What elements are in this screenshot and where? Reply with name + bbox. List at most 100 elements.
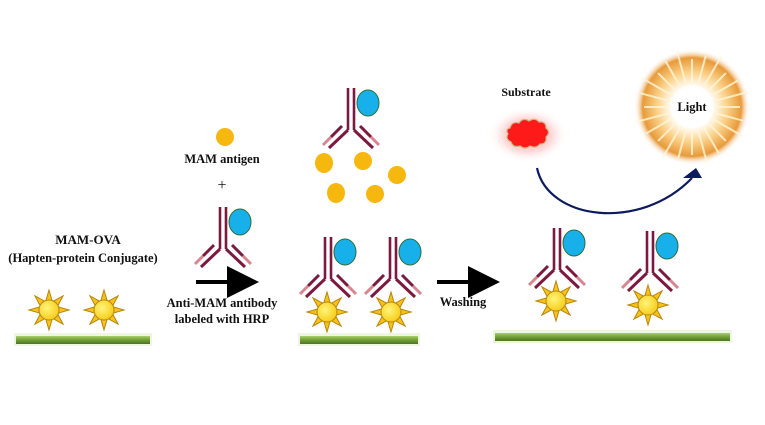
light-ray [645,117,674,135]
plus-sign: + [217,177,226,194]
washing-label: Washing [440,295,487,309]
light-ray [657,121,678,142]
heavy-chain-arm [651,271,674,293]
light-chain [668,278,680,290]
stage-detection: Substrate Light [488,49,750,343]
hrp-enzyme-icon [356,89,380,117]
bound-antibody-icon [620,231,680,293]
plate-surface [493,330,732,343]
heavy-chain-arm [369,277,392,299]
heavy-chain-arm [394,277,417,299]
heavy-chain-arm [201,243,216,258]
light-ray [706,72,727,93]
light-chain [346,284,358,296]
light-chain [193,254,205,266]
light-chain [241,254,253,266]
heavy-chain-arm [358,124,373,139]
heavy-chain-arm [352,128,375,150]
heavy-chain-arm [371,273,386,288]
hrp-enzyme-icon [655,232,679,260]
heavy-chain-arm [329,277,352,299]
antigen-icon [315,153,333,173]
bound-antibody-icon [527,228,587,290]
hapten-core [380,301,402,323]
hapten-icon [27,288,71,332]
light-ray [706,121,727,142]
light-ray [677,127,688,159]
heavy-chain-arm [199,247,222,269]
bound-antibody-icon [298,237,358,299]
hrp-enzyme-icon [398,238,422,266]
heavy-chain-arm [626,271,649,293]
antigen-icon [388,166,406,184]
stage-competition [298,88,423,346]
hapten-core [637,294,659,316]
heavy-chain-arm [329,124,344,139]
conjugate-title: MAM-OVA [55,232,121,247]
light-ray [676,50,688,87]
antibody-label-line1: Anti-MAM antibody [167,296,279,310]
hrp-enzyme-icon [228,208,252,236]
antigen-label: MAM antigen [184,152,259,166]
light-ray [662,125,682,158]
antigen-icon [354,152,372,170]
hapten-core [38,299,60,321]
labeled-antibody-icon [193,207,253,269]
heavy-chain-arm [533,268,556,290]
light-label: Light [677,100,707,114]
antigen-icon [366,185,384,203]
plate-surface [298,333,420,346]
free-labeled-antibody-icon [321,88,381,150]
heavy-chain-arm [535,264,550,279]
light-chain [363,284,375,296]
light-chain [620,278,632,290]
light-ray [710,79,739,97]
light-ray [712,91,749,103]
hrp-enzyme-icon [333,238,357,266]
light-ray [702,56,722,89]
heavy-chain-arm [657,267,672,282]
heavy-chain-arm [558,268,581,290]
plate-bar [300,336,418,344]
light-ray [657,72,678,93]
light-ray [710,117,743,137]
hapten-core [316,301,338,323]
light-ray [696,55,707,87]
hapten-core [545,290,567,312]
light-chain [321,135,333,147]
conjugate-subtitle: (Hapten-protein Conjugate) [8,251,157,265]
light-chain [298,284,310,296]
light-chain [369,135,381,147]
bound-antibody-icon [363,237,423,299]
antibody-label-line2: labeled with HRP [175,312,270,326]
stage-coated-plate: MAM-OVA (Hapten-protein Conjugate) [8,232,158,346]
light-chain [527,275,539,287]
reaction-curve-arrow [535,167,693,215]
heavy-chain-arm [327,128,350,150]
hapten-icon [82,288,126,332]
heavy-chain-arm [306,273,321,288]
hapten-icon [369,290,413,334]
arrowhead-icon [683,168,702,178]
light-ray [641,77,674,97]
antigen-icon [327,183,345,203]
light-chain [411,284,423,296]
hrp-enzyme-icon [562,229,586,257]
light-ray [640,92,672,103]
heavy-chain-arm [628,267,643,282]
plate-bar [495,333,730,341]
stage-washing: Washing [437,266,500,309]
plate-surface [14,333,152,346]
substrate-label: Substrate [501,85,551,99]
light-ray [702,125,720,154]
antigen-icon [216,128,234,146]
substrate-icon [506,118,550,149]
light-ray [712,111,744,122]
heavy-chain-arm [224,247,247,269]
heavy-chain-arm [335,273,350,288]
hapten-icon [305,290,349,334]
heavy-chain-arm [400,273,415,288]
hapten-icon [626,283,670,327]
